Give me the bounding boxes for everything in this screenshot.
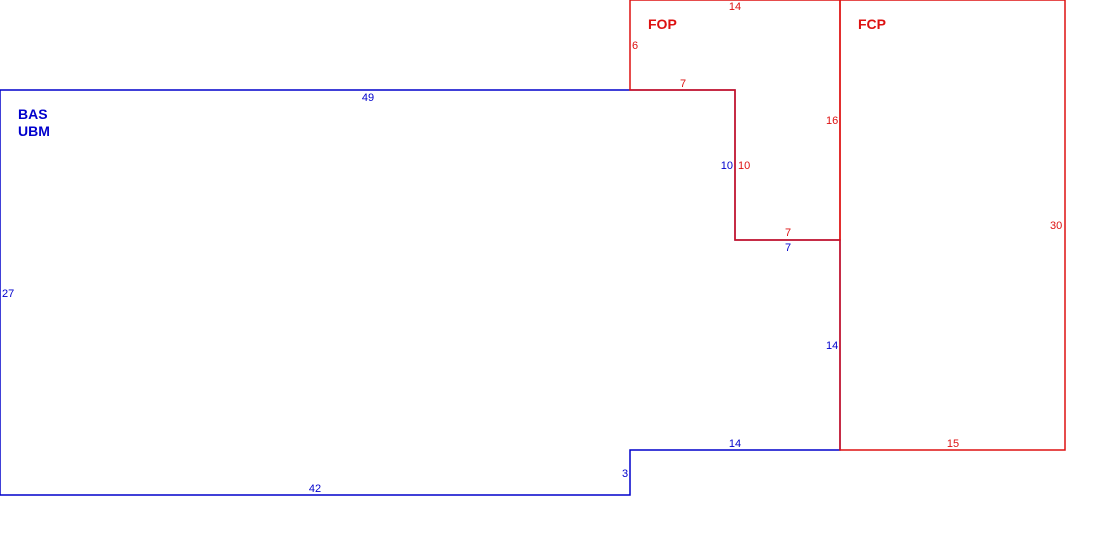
open-porch-bottom-dimension: 7	[680, 78, 686, 90]
open-porch-top-dimension: 14	[729, 1, 741, 13]
closed-porch-code: FCP	[858, 16, 886, 32]
base-step-dimension: 3	[622, 468, 628, 480]
base-notch-side-dimension: 10	[721, 160, 733, 172]
base-left-dimension: 27	[2, 288, 14, 300]
base-step-top-dimension: 14	[729, 438, 741, 450]
base-area-outline[interactable]	[0, 89, 841, 496]
open-porch-outline[interactable]	[629, 0, 841, 241]
open-porch-code: FOP	[648, 16, 677, 32]
closed-porch-outline[interactable]	[839, 0, 1066, 451]
closed-porch-bottom-dimension: 15	[947, 438, 959, 450]
open-porch-right-dimension: 16	[826, 115, 838, 127]
base-bottom-dimension: 42	[309, 483, 321, 495]
closed-porch-area	[839, 0, 1066, 451]
base-right-lower-dimension: 14	[826, 340, 838, 352]
base-area	[0, 89, 841, 496]
base-area-code: BAS	[18, 106, 48, 122]
base-area-subcode: UBM	[18, 123, 50, 139]
base-top-dimension: 49	[362, 92, 374, 104]
open-porch-inner-side-dimension: 10	[738, 160, 750, 172]
open-porch-left-dimension: 6	[632, 40, 638, 52]
open-porch-area	[629, 0, 841, 241]
closed-porch-right-dimension: 30	[1050, 220, 1062, 232]
open-porch-notch-top-dimension: 7	[785, 227, 791, 239]
base-notch-bottom-dimension: 7	[785, 242, 791, 254]
